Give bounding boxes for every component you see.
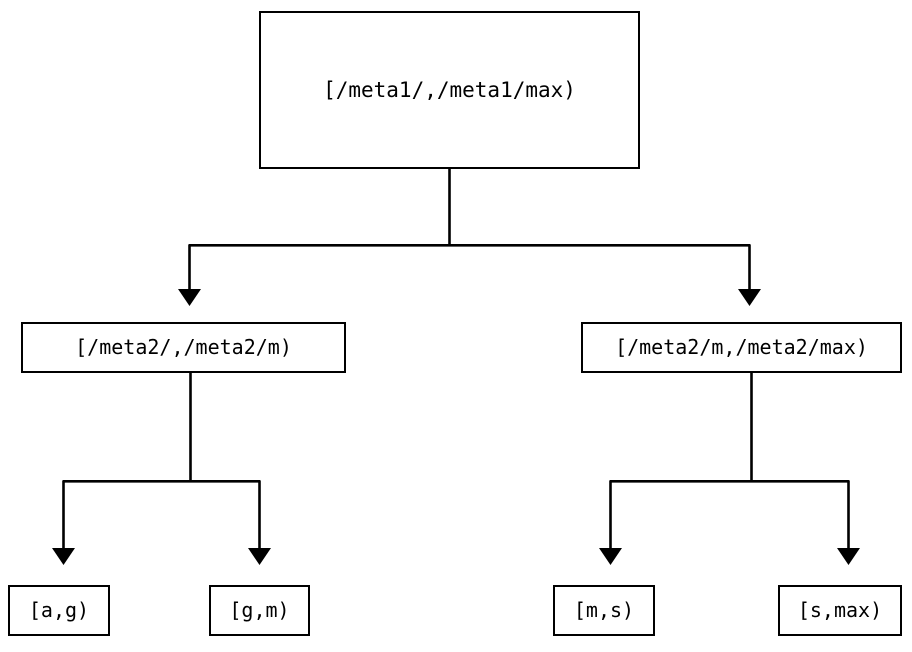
node-leaf-m-s-label: [m,s)	[573, 598, 635, 622]
edge-meta2upper-to-leaves	[599, 373, 860, 565]
arrowhead-to-leaf-g-m	[248, 548, 271, 565]
node-leaf-m-s[interactable]: [m,s)	[553, 585, 655, 636]
node-root[interactable]: [/meta1/,/meta1/max)	[259, 11, 640, 169]
node-meta2-lower-label: [/meta2/,/meta2/m)	[75, 335, 292, 359]
arrowhead-to-meta2-upper	[738, 289, 761, 306]
node-meta2-upper-label: [/meta2/m,/meta2/max)	[615, 335, 868, 359]
node-root-label: [/meta1/,/meta1/max)	[323, 77, 576, 102]
arrowhead-to-meta2-lower	[178, 289, 201, 306]
edge-meta2lower-to-leaves	[52, 373, 271, 565]
node-leaf-g-m[interactable]: [g,m)	[209, 585, 310, 636]
edge-root-to-level2	[178, 168, 761, 306]
node-leaf-a-g-label: [a,g)	[28, 598, 90, 622]
node-leaf-s-max-label: [s,max)	[797, 598, 883, 622]
node-leaf-s-max[interactable]: [s,max)	[778, 585, 902, 636]
node-meta2-lower[interactable]: [/meta2/,/meta2/m)	[21, 322, 346, 373]
node-leaf-a-g[interactable]: [a,g)	[8, 585, 110, 636]
node-meta2-upper[interactable]: [/meta2/m,/meta2/max)	[581, 322, 902, 373]
arrowhead-to-leaf-a-g	[52, 548, 75, 565]
arrowhead-to-leaf-m-s	[599, 548, 622, 565]
arrowhead-to-leaf-s-max	[837, 548, 860, 565]
node-leaf-g-m-label: [g,m)	[229, 598, 290, 622]
